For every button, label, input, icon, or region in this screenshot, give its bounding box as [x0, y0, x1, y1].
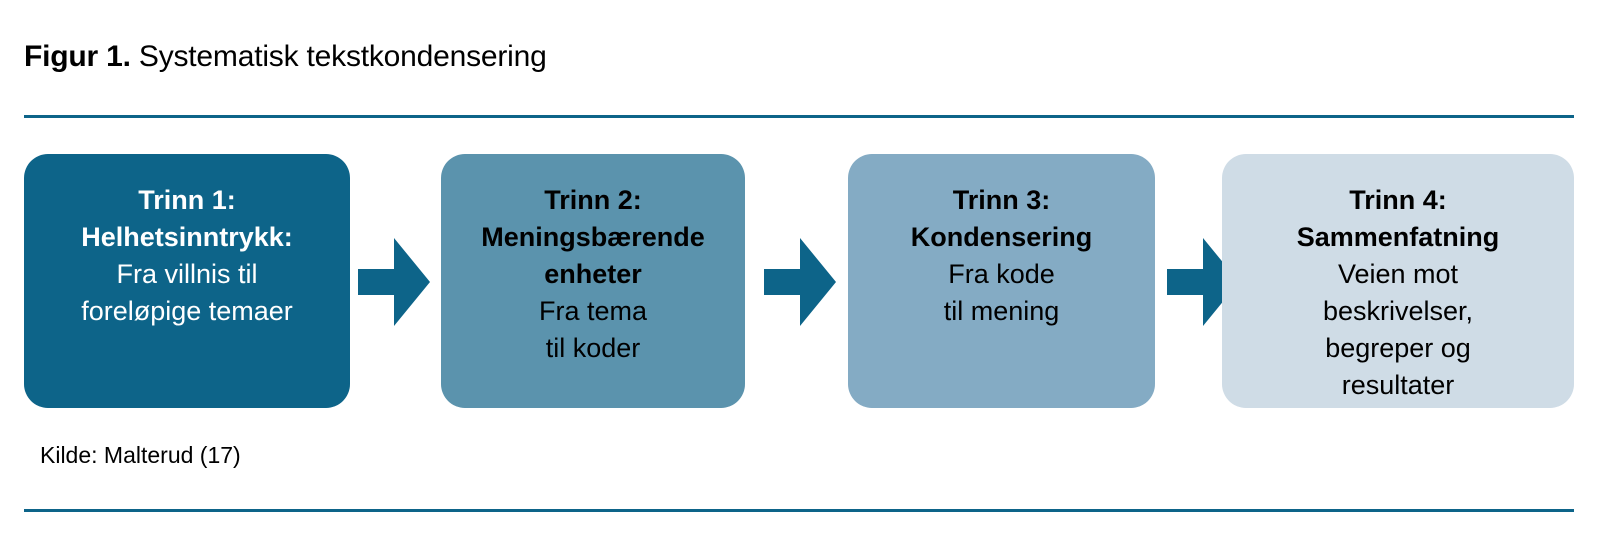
flow-arrow-icon-1 [358, 238, 430, 326]
flow-arrow-icon-3 [1167, 238, 1239, 326]
flow-arrow-icon-2 [764, 238, 836, 326]
figure-caption: Systematisk tekstkondensering [130, 40, 547, 73]
figure-title: Figur 1. Systematisk tekstkondensering [24, 38, 547, 76]
step-1-heading: Trinn 1:Helhetsinntrykk: [81, 185, 293, 252]
source-note: Kilde: Malterud (17) [40, 442, 241, 468]
process-flow: Trinn 1:Helhetsinntrykk: Fra villnis til… [24, 154, 1574, 408]
step-box-1: Trinn 1:Helhetsinntrykk: Fra villnis til… [24, 154, 350, 408]
step-3-heading: Trinn 3:Kondensering [910, 185, 1093, 252]
divider-top [24, 115, 1574, 118]
step-4-heading: Trinn 4:Sammenfatning [1296, 185, 1500, 252]
figure-label: Figur 1. [24, 40, 131, 73]
divider-bottom [24, 509, 1574, 512]
